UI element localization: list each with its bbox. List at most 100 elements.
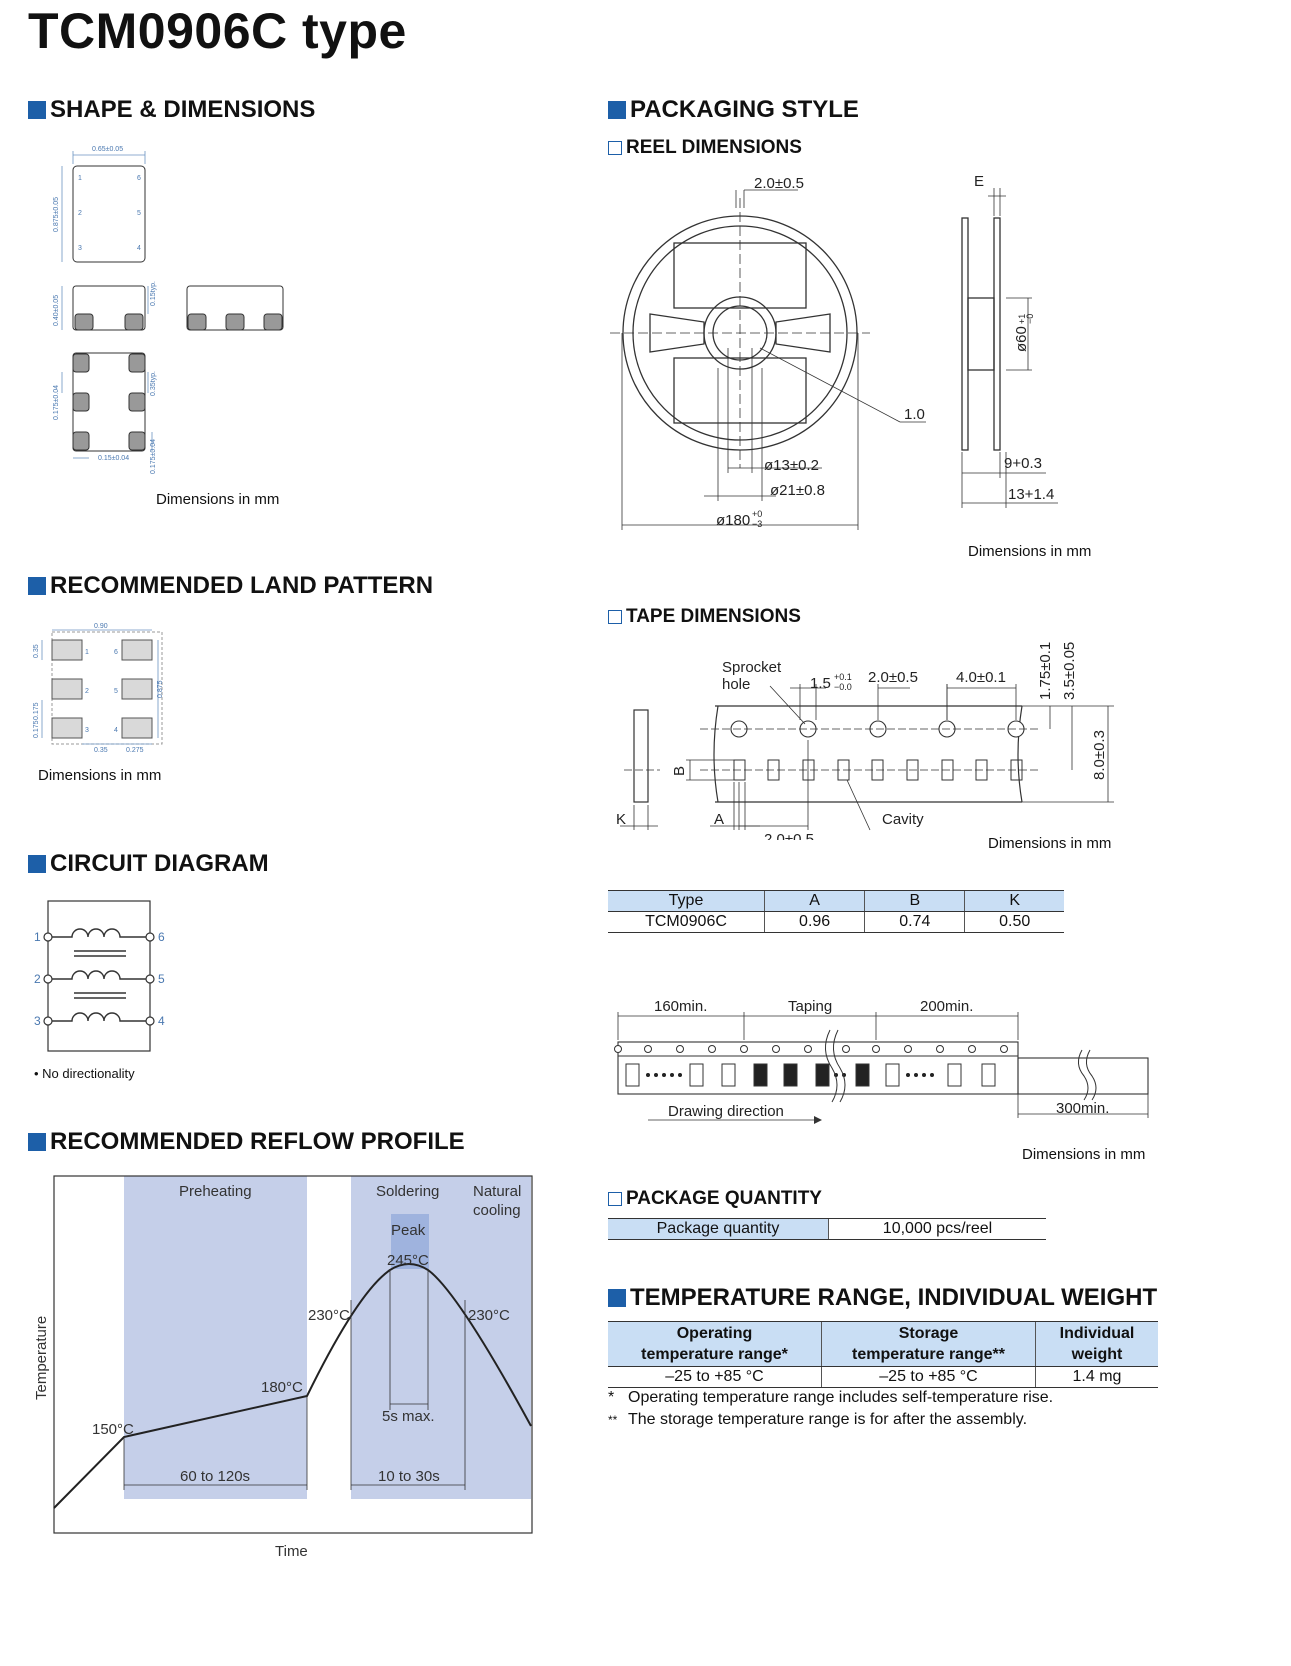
svg-text:1: 1 xyxy=(78,175,82,182)
svg-text:0.40±0.05: 0.40±0.05 xyxy=(53,295,60,326)
svg-text:13+1.4: 13+1.4 xyxy=(1008,486,1054,503)
svg-text:4: 4 xyxy=(137,245,141,252)
svg-text:0.35: 0.35 xyxy=(33,644,40,658)
svg-text:B: B xyxy=(671,766,688,776)
section-temp: TEMPERATURE RANGE, INDIVIDUAL WEIGHT xyxy=(608,1284,1157,1312)
svg-text:Peak: Peak xyxy=(391,1222,426,1239)
svg-text:9+0.3: 9+0.3 xyxy=(1004,455,1042,472)
svg-text:0.175±0.04: 0.175±0.04 xyxy=(53,385,60,420)
leader-dims-note: Dimensions in mm xyxy=(1022,1146,1146,1163)
section-circuit: CIRCUIT DIAGRAM xyxy=(28,850,269,878)
svg-text:6: 6 xyxy=(158,930,165,944)
svg-text:ø21±0.8: ø21±0.8 xyxy=(770,482,825,499)
coil-2 xyxy=(50,970,148,980)
svg-text:0.65±0.05: 0.65±0.05 xyxy=(92,146,123,153)
svg-text:2.0±0.5: 2.0±0.5 xyxy=(764,831,814,840)
svg-text:230°C: 230°C xyxy=(308,1307,350,1324)
cooling-band xyxy=(465,1176,531,1499)
svg-text:5s max.: 5s max. xyxy=(382,1408,435,1425)
section-packaging: PACKAGING STYLE xyxy=(608,96,859,124)
section-marker-icon xyxy=(608,1289,626,1307)
svg-text:300min.: 300min. xyxy=(1056,1100,1109,1117)
section-marker-icon xyxy=(28,577,46,595)
svg-text:8.0±0.3: 8.0±0.3 xyxy=(1091,730,1108,780)
svg-text:5: 5 xyxy=(114,688,118,695)
subsection-qty: PACKAGE QUANTITY xyxy=(608,1188,822,1210)
svg-text:2.0±0.5: 2.0±0.5 xyxy=(754,175,804,192)
svg-text:6: 6 xyxy=(137,175,141,182)
svg-text:1.5: 1.5 xyxy=(810,675,831,692)
svg-text:2: 2 xyxy=(85,688,89,695)
svg-text:4: 4 xyxy=(114,727,118,734)
svg-text:hole: hole xyxy=(722,676,750,693)
svg-text:Drawing direction: Drawing direction xyxy=(668,1103,784,1120)
footnote-1: *Operating temperature range includes se… xyxy=(608,1389,1054,1406)
leader-drawing: 160min. Taping 200min. Drawing direction… xyxy=(614,998,1149,1124)
svg-text:Sprocket: Sprocket xyxy=(722,659,782,676)
svg-text:0.875±0.05: 0.875±0.05 xyxy=(53,197,60,232)
section-shape: SHAPE & DIMENSIONS xyxy=(28,96,315,124)
circuit-diagram: 1 2 3 6 5 4 xyxy=(34,900,165,1052)
page-title: TCM0906C type xyxy=(28,3,407,59)
svg-text:3: 3 xyxy=(34,1014,41,1028)
subsection-reel: REEL DIMENSIONS xyxy=(608,137,802,159)
subsection-marker-icon xyxy=(608,610,622,624)
subsection-marker-icon xyxy=(608,141,622,155)
coil-1 xyxy=(50,928,148,938)
svg-text:0.90: 0.90 xyxy=(94,623,108,630)
svg-text:1.0: 1.0 xyxy=(904,406,925,423)
svg-text:2.0±0.5: 2.0±0.5 xyxy=(868,669,918,686)
coil-3 xyxy=(50,1012,148,1022)
svg-text:5: 5 xyxy=(158,972,165,986)
svg-text:0.175±0.04: 0.175±0.04 xyxy=(150,439,157,474)
reflow-profile: Preheating Soldering Natural cooling Pea… xyxy=(33,1175,533,1560)
subsection-tape: TAPE DIMENSIONS xyxy=(608,606,801,628)
svg-text:3.5±0.05: 3.5±0.05 xyxy=(1061,642,1078,700)
qty-table: Package quantity 10,000 pcs/reel xyxy=(608,1218,1046,1240)
footnote-2: **The storage temperature range is for a… xyxy=(608,1411,1028,1428)
svg-text:10 to 30s: 10 to 30s xyxy=(378,1468,440,1485)
svg-text:cooling: cooling xyxy=(473,1202,521,1219)
section-reflow: RECOMMENDED REFLOW PROFILE xyxy=(28,1128,465,1156)
svg-text:−3: −3 xyxy=(752,519,762,529)
svg-text:0.35typ.: 0.35typ. xyxy=(150,371,157,396)
tape-drawing: Sprocket hole 1.5 +0.1 −0.0 2.0±0.5 4.0±… xyxy=(616,642,1114,840)
svg-text:230°C: 230°C xyxy=(468,1307,510,1324)
svg-text:ø60: ø60 xyxy=(1013,326,1030,352)
tape-dims-note: Dimensions in mm xyxy=(988,835,1112,852)
svg-text:0.275: 0.275 xyxy=(126,747,144,754)
svg-text:ø13±0.2: ø13±0.2 xyxy=(764,457,819,474)
svg-text:2: 2 xyxy=(78,210,82,217)
shape-dims-note: Dimensions in mm xyxy=(156,491,280,508)
preheat-band xyxy=(124,1176,307,1499)
svg-text:A: A xyxy=(714,811,724,828)
svg-text:Taping: Taping xyxy=(788,998,832,1015)
reflow-curve xyxy=(53,1263,532,1509)
svg-text:180°C: 180°C xyxy=(261,1379,303,1396)
svg-text:1: 1 xyxy=(85,649,89,656)
land-pattern-drawing: 0.90 0.875 0.35 0.175 0.175 0.35 0.275 1… xyxy=(33,623,164,754)
svg-text:4.0±0.1: 4.0±0.1 xyxy=(956,669,1006,686)
section-marker-icon xyxy=(28,855,46,873)
svg-text:+1: +1 xyxy=(1017,314,1027,324)
svg-text:3: 3 xyxy=(85,727,89,734)
section-marker-icon xyxy=(28,101,46,119)
section-land: RECOMMENDED LAND PATTERN xyxy=(28,572,433,600)
svg-text:Cavity: Cavity xyxy=(882,811,924,828)
svg-text:−0.0: −0.0 xyxy=(834,682,852,692)
svg-text:Natural: Natural xyxy=(473,1183,521,1200)
svg-text:K: K xyxy=(616,811,626,828)
svg-text:Preheating: Preheating xyxy=(179,1183,252,1200)
svg-text:0.35: 0.35 xyxy=(94,747,108,754)
svg-text:0.875: 0.875 xyxy=(157,680,164,698)
tape-side-view xyxy=(633,709,649,803)
svg-text:+0: +0 xyxy=(752,509,762,519)
svg-text:1.75±0.1: 1.75±0.1 xyxy=(1037,642,1054,700)
svg-text:−0: −0 xyxy=(1025,314,1035,324)
svg-text:160min.: 160min. xyxy=(654,998,707,1015)
svg-text:1: 1 xyxy=(34,930,41,944)
svg-text:0.15±0.04: 0.15±0.04 xyxy=(98,455,129,462)
svg-text:+0.1: +0.1 xyxy=(834,672,852,682)
chip-top-view xyxy=(72,165,146,263)
